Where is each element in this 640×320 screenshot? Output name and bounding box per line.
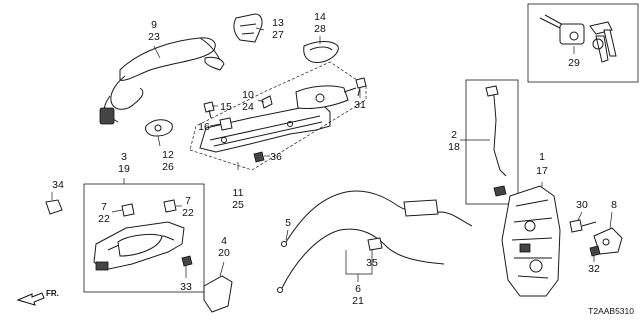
handle-cap-part <box>233 13 263 43</box>
callout-7-left: 7 <box>101 201 107 213</box>
callout-20: 20 <box>218 247 230 259</box>
clip-part-10 <box>261 95 273 109</box>
callout-15: 15 <box>220 101 232 113</box>
cable-part-5 <box>281 190 473 247</box>
callout-21: 21 <box>352 295 364 307</box>
screw-part-32 <box>589 245 601 257</box>
callout-19: 19 <box>118 163 130 175</box>
callout-9: 9 <box>151 19 157 31</box>
clip-part-12 <box>145 119 173 137</box>
callout-25: 25 <box>232 199 244 211</box>
callout-18: 18 <box>448 141 460 153</box>
lock-actuator-part <box>501 185 561 297</box>
bolt-part-31 <box>355 77 367 97</box>
callout-1: 1 <box>539 151 545 163</box>
screw-part-15 <box>203 101 215 119</box>
callout-2: 2 <box>451 129 457 141</box>
cap-part-7-left <box>121 203 135 217</box>
callout-27: 27 <box>272 29 284 41</box>
callout-14: 14 <box>314 11 326 23</box>
bolt-part-30 <box>569 219 597 233</box>
callout-13: 13 <box>272 17 284 29</box>
callout-26: 26 <box>162 161 174 173</box>
callout-17: 17 <box>536 165 548 177</box>
callout-24: 24 <box>242 101 254 113</box>
callout-35: 35 <box>366 257 378 269</box>
cable-part-6 <box>277 228 445 293</box>
screw-cover-34 <box>45 199 63 215</box>
callout-22-right: 22 <box>182 207 194 219</box>
callout-28: 28 <box>314 23 326 35</box>
callout-36: 36 <box>270 151 282 163</box>
callout-7-right: 7 <box>185 195 191 207</box>
front-arrow: FR. <box>16 289 59 306</box>
callout-16: 16 <box>198 121 210 133</box>
callout-8: 8 <box>611 199 617 211</box>
callout-11: 11 <box>233 187 244 199</box>
rod-box <box>465 79 519 205</box>
callout-5: 5 <box>285 217 291 229</box>
handle-frame-part <box>199 85 357 153</box>
callout-3: 3 <box>121 151 127 163</box>
diagram-code: T2AAB5310 <box>588 306 634 316</box>
callout-33: 33 <box>180 281 192 293</box>
callout-34: 34 <box>52 179 64 191</box>
screw-part-33 <box>181 255 193 267</box>
inner-handle-part <box>93 221 185 271</box>
outer-handle-part <box>99 37 225 125</box>
nut-part-36 <box>253 151 265 163</box>
callout-10: 10 <box>242 89 254 101</box>
callout-12: 12 <box>162 149 174 161</box>
frame-group-outline <box>189 61 367 171</box>
callout-29: 29 <box>568 57 580 69</box>
callout-4: 4 <box>221 235 227 247</box>
front-arrow-label: FR. <box>46 289 59 298</box>
rod-part <box>485 85 507 197</box>
handle-gasket-part <box>303 41 339 63</box>
callout-6: 6 <box>355 283 361 295</box>
leader-lines <box>51 27 613 282</box>
handle-cover-part <box>203 275 233 313</box>
inner-handle-box <box>83 183 205 293</box>
callout-31: 31 <box>354 99 366 111</box>
clip-part-35 <box>367 237 383 251</box>
callout-23: 23 <box>148 31 160 43</box>
cap-part-7-right <box>163 199 177 213</box>
callout-32: 32 <box>588 263 600 275</box>
key-set-box <box>527 3 639 83</box>
key-cylinder-part <box>539 14 617 63</box>
callout-30: 30 <box>576 199 588 211</box>
callout-22-left: 22 <box>98 213 110 225</box>
screw-part-16 <box>219 117 233 131</box>
